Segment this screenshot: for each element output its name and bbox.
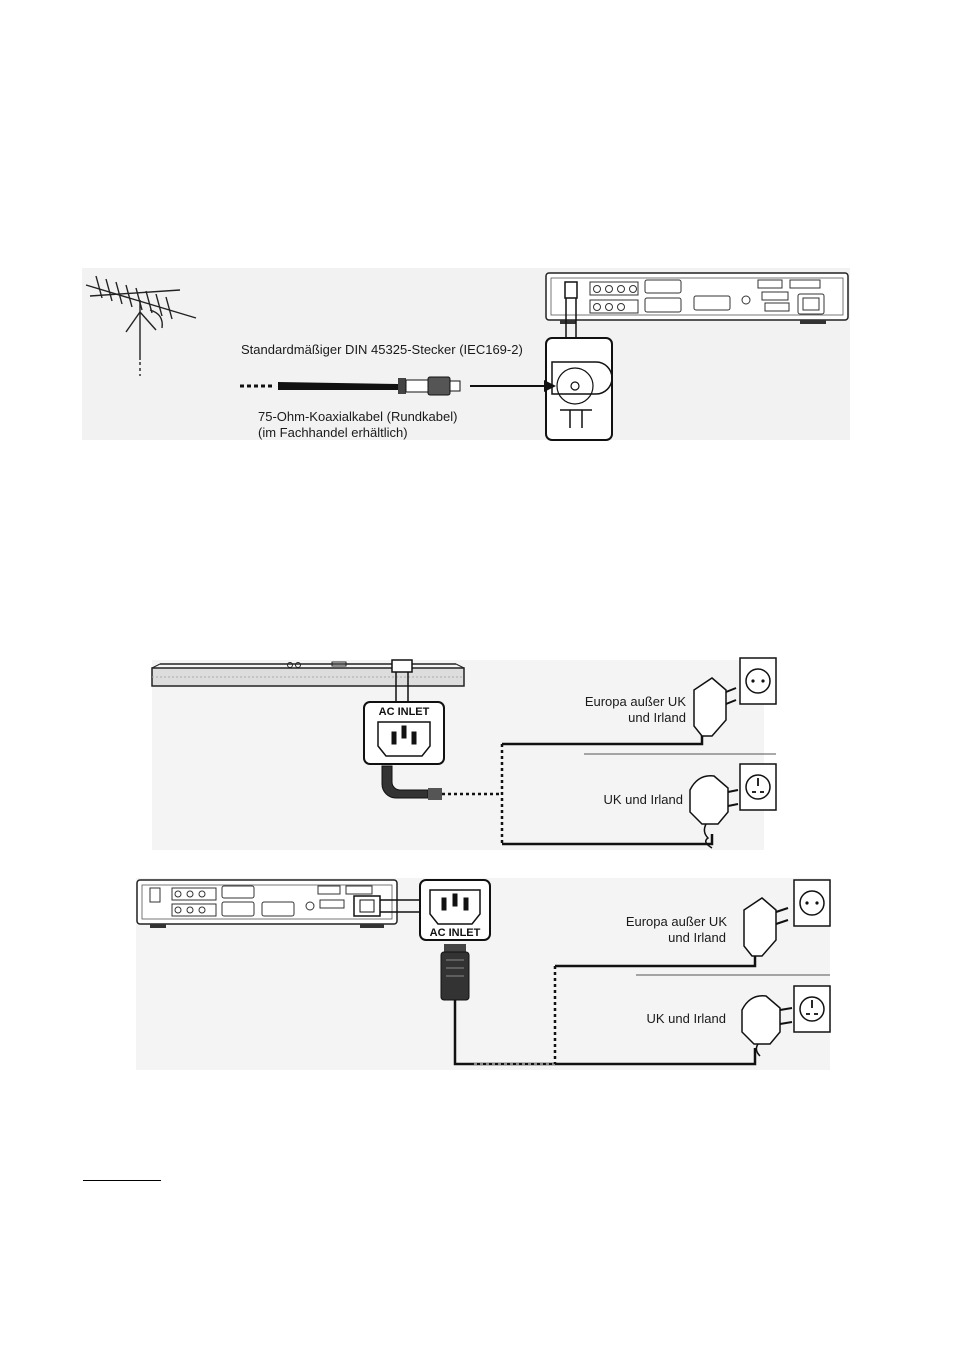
plug-standard-label: Standardmäßiger DIN 45325-Stecker (IEC16…: [241, 342, 523, 358]
ac-inlet-label-bottom: AC INLET: [430, 927, 481, 939]
power-diagram-top-panel: [152, 660, 764, 850]
euro-socket-icon-bottom: [794, 880, 830, 926]
recorder-side-view: [152, 660, 464, 686]
recorder-rear-panel-bottom: [137, 880, 397, 928]
ac-inlet-label-top: AC INLET: [379, 706, 430, 718]
europe-plug-label-top-line2: und Irland: [628, 710, 686, 726]
uk-plug-label-top: UK und Irland: [604, 792, 684, 808]
europe-plug-label-bottom-line1: Europa außer UK: [626, 914, 727, 930]
coax-cable-label-line2: (im Fachhandel erhältlich): [258, 425, 408, 441]
euro-socket-icon: [740, 658, 776, 704]
recorder-rear-panel: [546, 273, 848, 324]
uk-socket-icon-bottom: [794, 986, 830, 1032]
uk-socket-icon: [740, 764, 776, 810]
footnote-rule: [83, 1180, 161, 1181]
europe-plug-label-bottom-line2: und Irland: [668, 930, 726, 946]
coax-cable-label-line1: 75-Ohm-Koaxialkabel (Rundkabel): [258, 409, 457, 425]
europe-plug-label-top-line1: Europa außer UK: [585, 694, 686, 710]
uk-plug-label-bottom: UK und Irland: [647, 1011, 727, 1027]
